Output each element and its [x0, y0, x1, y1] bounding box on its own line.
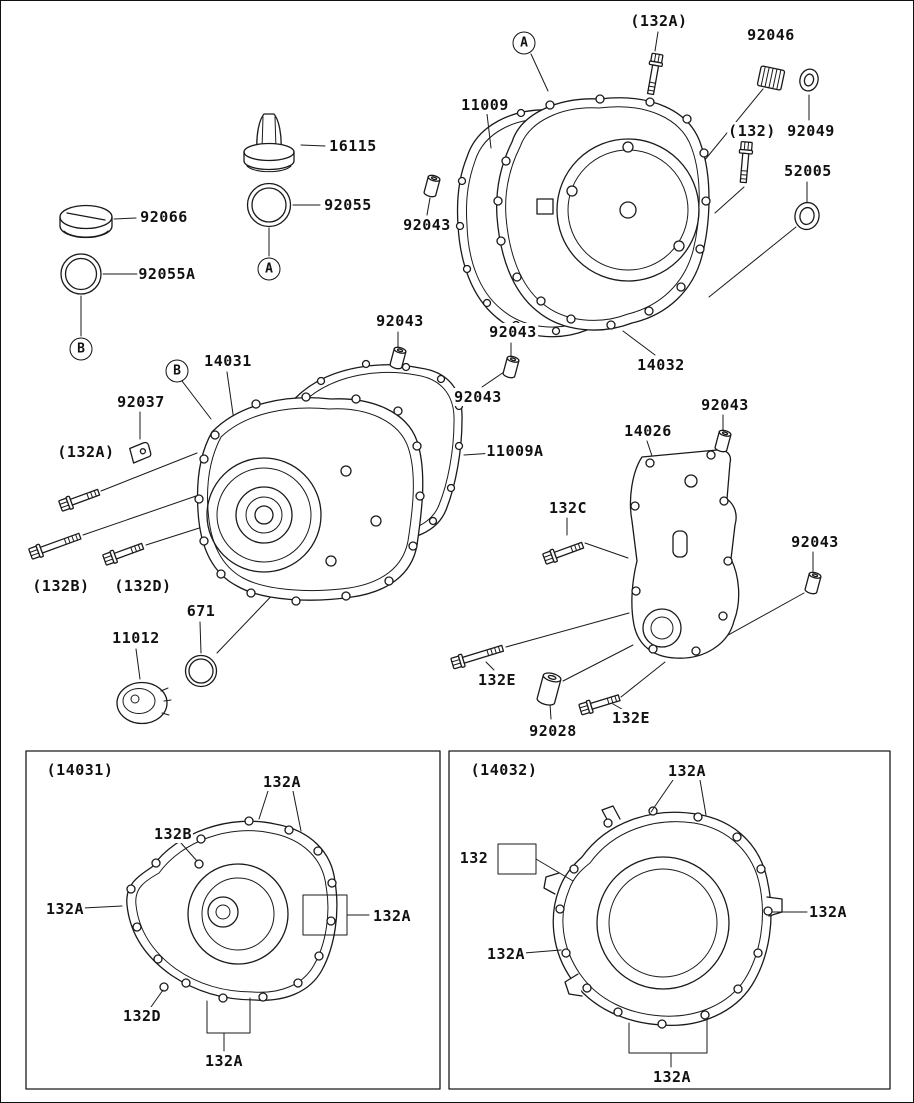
part-label-92028: 92028: [528, 722, 578, 740]
part-bolt-132a-left: [57, 485, 102, 513]
part-cover-14031: [195, 393, 424, 605]
part-plug-92066: [60, 206, 112, 238]
part-seal-52005: [792, 200, 821, 231]
part-label-16115: 16115: [328, 137, 378, 155]
part-label-132b-paren: (132B): [31, 577, 91, 595]
part-label-132d-paren: (132D): [113, 577, 173, 595]
part-oring-92055: [248, 184, 291, 227]
part-oring-92055a: [61, 254, 101, 294]
inset-right-label-132a-bottom: 132A: [651, 1068, 693, 1086]
inset-left-title: (14031): [45, 761, 115, 779]
ref-marker-a-top: A: [512, 31, 536, 55]
inset-left-label-132a-left: 132A: [44, 900, 86, 918]
inset-right-label-132a-left: 132A: [485, 945, 527, 963]
part-bushing-92028: [535, 670, 563, 708]
part-label-11009a: 11009A: [485, 442, 545, 460]
part-bushing-92043-5: [803, 570, 823, 596]
part-cap-11012: [117, 683, 171, 724]
inset-left-label-132a-top: 132A: [261, 773, 303, 791]
part-label-92043-3: 92043: [488, 323, 538, 341]
part-label-132a-paren-top: (132A): [629, 12, 689, 30]
part-label-132a-paren-left: (132A): [56, 443, 116, 461]
inset-left-label-132a-right: 132A: [371, 907, 413, 925]
part-bushing-92043-1: [422, 173, 442, 199]
part-bolt-132c: [541, 538, 586, 566]
part-label-132c: 132C: [547, 499, 589, 517]
part-bolt-132: [736, 140, 754, 184]
part-oil-cap-16115: [244, 114, 294, 172]
part-label-92049: 92049: [786, 122, 836, 140]
inset-right-label-132a-right: 132A: [807, 903, 849, 921]
part-label-132e-1: 132E: [476, 671, 518, 689]
part-label-132e-2: 132E: [610, 709, 652, 727]
part-label-92043-2: 92043: [375, 312, 425, 330]
inset-left-label-132b: 132B: [152, 825, 194, 843]
part-bolt-132b: [27, 529, 83, 561]
inset-right-cover: [544, 806, 782, 1028]
part-bolt-132e-1: [449, 641, 506, 671]
part-bolt-132a-top: [643, 52, 665, 96]
inset-right-label-132a-top: 132A: [666, 762, 708, 780]
part-label-14031: 14031: [203, 352, 253, 370]
part-label-92055a: 92055A: [137, 265, 197, 283]
part-seal-92049: [797, 67, 820, 93]
part-label-92046: 92046: [746, 26, 796, 44]
part-label-92037: 92037: [116, 393, 166, 411]
part-clamp-92037: [129, 442, 152, 463]
part-label-92066: 92066: [139, 208, 189, 226]
inset-left-label-132d: 132D: [121, 1007, 163, 1025]
inset-right-leaders: [498, 780, 807, 1067]
part-label-671: 671: [185, 602, 217, 620]
inset-right-label-132: 132: [458, 849, 490, 867]
part-label-52005: 52005: [783, 162, 833, 180]
part-cover-14026: [630, 450, 738, 658]
part-label-92043-1: 92043: [402, 216, 452, 234]
inset-left-label-132a-bottom: 132A: [203, 1052, 245, 1070]
part-label-92055: 92055: [323, 196, 373, 214]
part-bushing-92043-4: [713, 428, 733, 454]
part-cover-14032: [494, 95, 710, 330]
part-label-92043-5: 92043: [700, 396, 750, 414]
inset-right-title: (14032): [469, 761, 539, 779]
ref-marker-b-left: B: [69, 337, 93, 361]
inset-left-leaders: [83, 791, 369, 1051]
inset-left-box: [26, 751, 440, 1089]
ref-marker-b-cover: B: [165, 359, 189, 383]
ref-marker-a-mid: A: [257, 257, 281, 281]
part-bolt-132d: [101, 539, 146, 567]
inset-left-cover: [127, 817, 337, 1002]
part-bearing-92046: [757, 66, 785, 91]
part-label-14032: 14032: [636, 356, 686, 374]
part-label-92043-6: 92043: [790, 533, 840, 551]
leader-lines: [81, 32, 813, 719]
part-label-11012: 11012: [111, 629, 161, 647]
part-label-11009: 11009: [460, 96, 510, 114]
part-label-132-paren: (132): [727, 122, 777, 140]
part-bushing-92043-3: [501, 354, 521, 380]
part-oring-671: [186, 656, 217, 687]
part-label-14026: 14026: [623, 422, 673, 440]
part-label-92043-4: 92043: [453, 388, 503, 406]
inset-right-box: [449, 751, 890, 1089]
